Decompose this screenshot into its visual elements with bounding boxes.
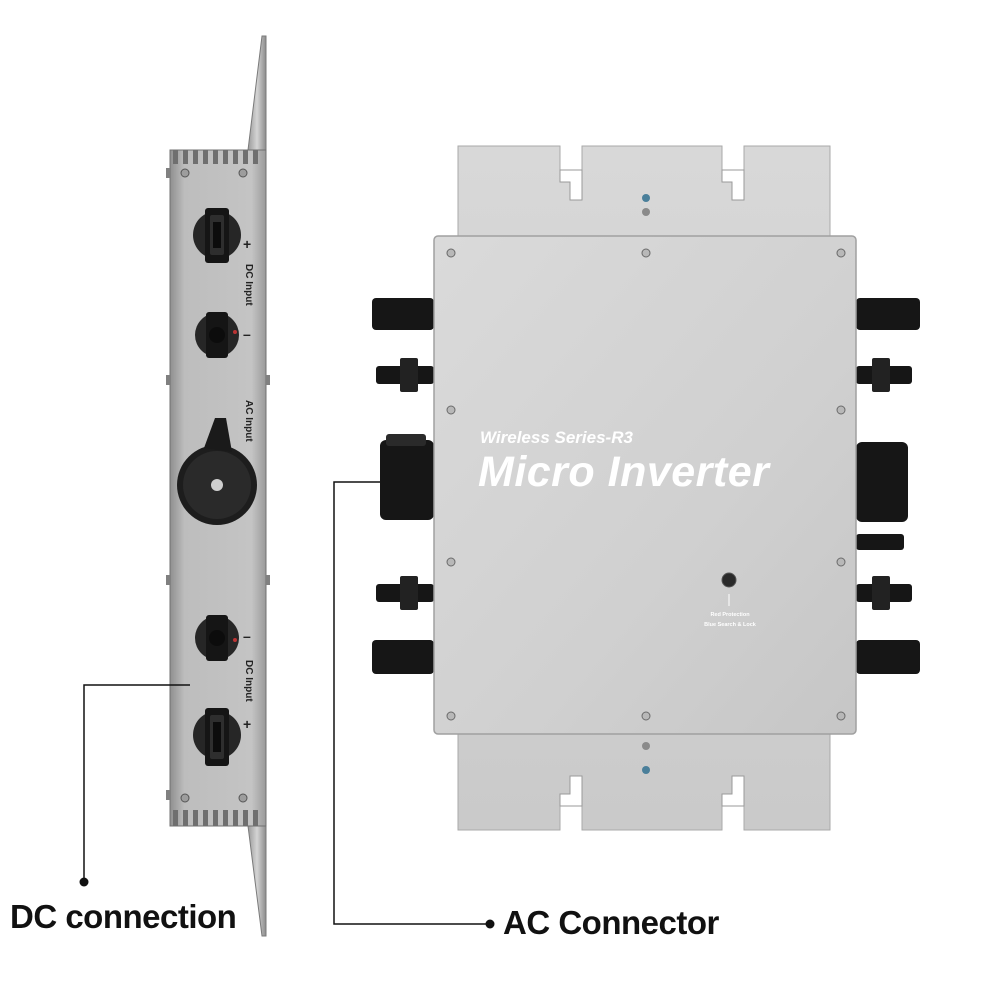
product-title: Micro Inverter [478,448,770,496]
dc-plus-connector-top [193,208,241,263]
ac-connector-callout: AC Connector [503,904,719,941]
side-cooling-fins-bottom [173,810,258,826]
series-label: Wireless Series-R3 [480,428,633,447]
status-led [721,572,737,588]
dc-plus-connector-bottom [193,708,241,766]
dc-minus-sign-top: – [243,326,251,342]
dc-plus-sign-bottom: + [243,716,252,732]
ac-connector-front [380,440,434,520]
front-view-inverter [372,145,920,831]
side-screws [180,168,248,803]
ac-input-label: AC Input [243,400,254,442]
front-housing [433,235,857,735]
right-connectors [856,298,920,674]
dc-leader-line [83,684,190,882]
front-screws [446,248,846,721]
dc-plus-sign-top: + [243,236,252,252]
dc-input-label-bottom: DC Input [243,660,254,702]
ac-leader-line [333,481,488,925]
dc-minus-sign-bottom: – [243,628,251,644]
dc-input-label-top: DC Input [243,264,254,306]
left-connectors [372,298,434,674]
dc-minus-connector-top [195,312,239,358]
led-legend-blue: Blue Search & Lock [704,622,756,628]
led-legend-red: Red Protection [710,612,750,618]
ac-input-connector-side [177,418,257,525]
dc-connection-callout: DC connection [10,898,237,935]
dc-minus-connector-bottom [195,615,239,661]
side-view-inverter [166,35,270,937]
side-cooling-fins-top [173,150,258,164]
